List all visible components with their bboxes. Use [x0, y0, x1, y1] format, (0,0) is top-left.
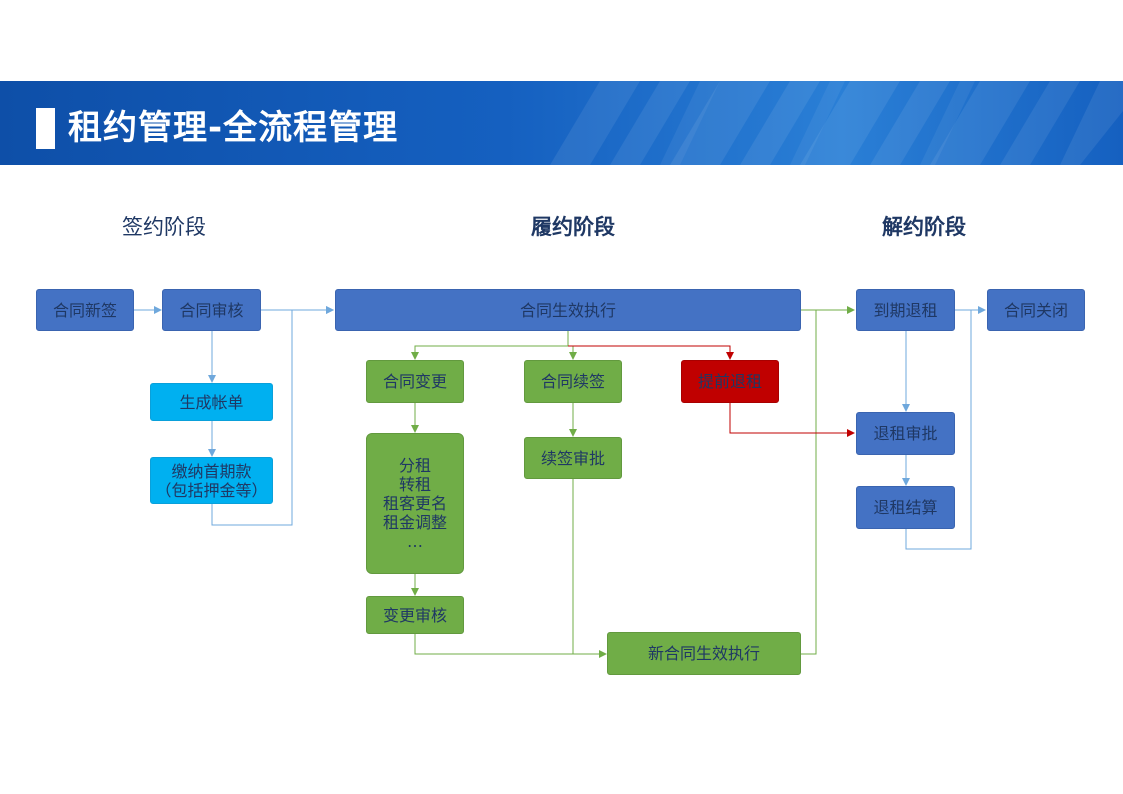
change-type-item: … — [407, 532, 423, 551]
node-change-types[interactable]: 分租 转租 租客更名 租金调整 … — [366, 433, 464, 574]
node-new-contract-effective[interactable]: 新合同生效执行 — [607, 632, 801, 675]
first-payment-line1: 缴纳首期款 — [171, 461, 252, 481]
first-payment-line2: （包括押金等） — [155, 480, 268, 500]
page-title: 租约管理-全流程管理 — [68, 108, 399, 148]
stage-performance: 履约阶段 — [531, 215, 615, 239]
node-termination-approval[interactable]: 退租审批 — [856, 412, 955, 455]
change-type-item: 转租 — [398, 475, 431, 494]
node-contract-review[interactable]: 合同审核 — [162, 289, 261, 331]
node-contract-change[interactable]: 合同变更 — [366, 360, 464, 403]
change-type-item: 分租 — [398, 456, 431, 475]
node-contract-close[interactable]: 合同关闭 — [987, 289, 1085, 331]
banner-decoration — [550, 81, 1123, 165]
node-contract-renewal[interactable]: 合同续签 — [524, 360, 622, 403]
node-termination-settlement[interactable]: 退租结算 — [856, 486, 955, 529]
banner-accent-bar — [36, 108, 55, 149]
node-change-review[interactable]: 变更审核 — [366, 596, 464, 634]
node-contract-effective[interactable]: 合同生效执行 — [335, 289, 801, 331]
node-contract-new[interactable]: 合同新签 — [36, 289, 134, 331]
stage-termination: 解约阶段 — [882, 215, 966, 239]
stage-signing: 签约阶段 — [122, 215, 206, 239]
node-first-payment[interactable]: 缴纳首期款 （包括押金等） — [150, 457, 273, 504]
change-type-item: 租金调整 — [382, 513, 447, 532]
header-banner: 租约管理-全流程管理 — [0, 81, 1123, 165]
node-early-termination[interactable]: 提前退租 — [681, 360, 779, 403]
change-type-item: 租客更名 — [382, 494, 447, 513]
node-renewal-approval[interactable]: 续签审批 — [524, 437, 622, 479]
node-generate-bill[interactable]: 生成帐单 — [150, 383, 273, 421]
node-expiry-termination[interactable]: 到期退租 — [856, 289, 955, 331]
